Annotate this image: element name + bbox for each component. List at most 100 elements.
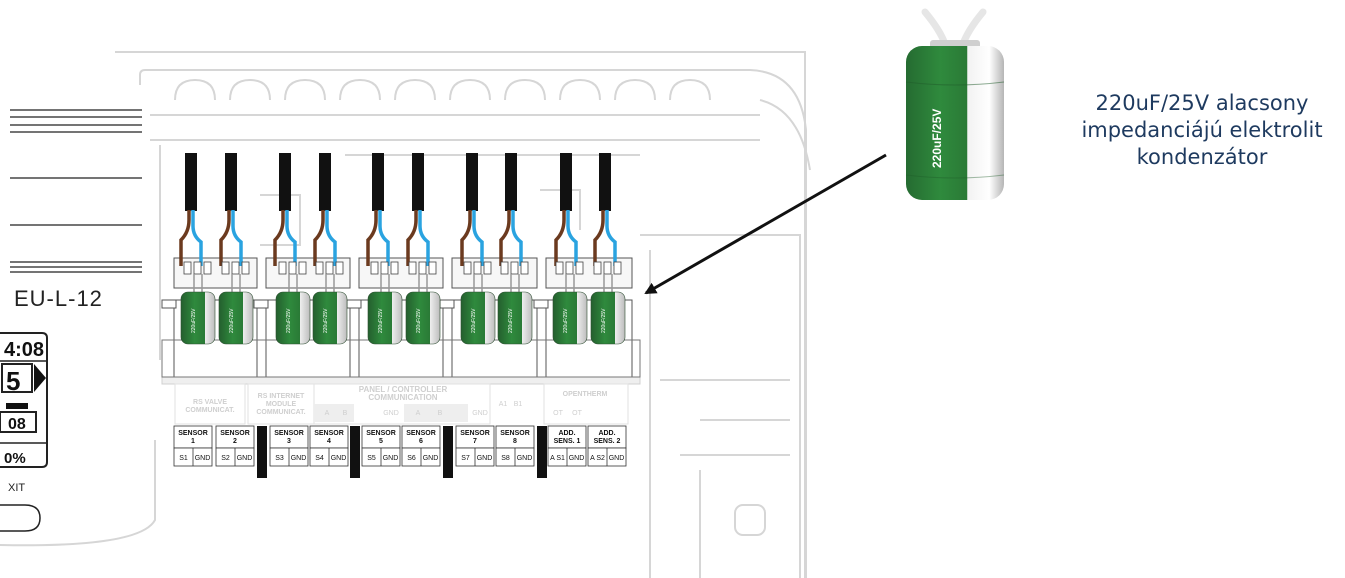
small-capacitor — [497, 291, 533, 345]
wire-brown — [499, 210, 511, 266]
rs-valve-label-2: COMMUNICAT. — [185, 407, 234, 414]
rs-internet-label-3: COMMUNICAT. — [256, 409, 305, 416]
sensor-pin-label: GND — [477, 455, 493, 462]
cable-sheath — [185, 153, 197, 211]
panel-a1: A — [325, 410, 330, 417]
small-capacitor-label: 220uF/25V — [416, 308, 422, 333]
terminal-screw — [231, 261, 240, 275]
terminal-block-flange — [439, 299, 455, 309]
terminal-screw — [603, 261, 612, 275]
panel-gnd2: GND — [472, 410, 488, 417]
sensor-pin-label: GND — [423, 455, 439, 462]
terminal-screw — [390, 261, 399, 275]
pointer-arrow — [644, 153, 887, 295]
sensor-title: 7 — [473, 438, 477, 445]
cable-sheath — [466, 153, 478, 211]
sensor-title: SENS. 2 — [594, 438, 621, 445]
capacitor-caption: 220uF/25V alacsony impedanciájú elektrol… — [1062, 90, 1342, 171]
sensor-pin-label: GND — [517, 455, 533, 462]
wire-blue — [566, 210, 578, 266]
small-capacitor-label: 220uF/25V — [191, 308, 197, 333]
screen-percent: 0% — [4, 450, 26, 467]
wire-blue — [472, 210, 484, 266]
terminal-screw — [428, 261, 437, 275]
sensor-pin-label: GND — [609, 455, 625, 462]
terminal-block-flange — [161, 299, 177, 309]
terminal-screw — [221, 261, 230, 275]
cable-sheath — [279, 153, 291, 211]
terminal-block-flange — [533, 299, 549, 309]
wire-blue — [605, 210, 617, 266]
terminal-screw — [315, 261, 324, 275]
small-capacitor-label: 220uF/25V — [601, 308, 607, 333]
terminal-screw — [520, 261, 529, 275]
wire-brown — [313, 210, 325, 266]
b1-label: B1 — [514, 401, 523, 408]
sensor-title: 3 — [287, 438, 291, 445]
terminal-screw — [408, 261, 417, 275]
sensor-pin-label: S4 — [315, 455, 324, 462]
terminal-screw — [510, 261, 519, 275]
cable-sheath — [505, 153, 517, 211]
controller-display: EU-L-12 4:08 5 08 0% XIT — [0, 286, 102, 532]
port-header-area: RS VALVE COMMUNICAT. RS INTERNET MODULE … — [161, 376, 641, 425]
sensor-title: SENSOR — [460, 430, 490, 437]
group-separator — [257, 426, 267, 478]
a1-label: A1 — [499, 401, 508, 408]
small-capacitor-label: 220uF/25V — [471, 308, 477, 333]
terminal-blocks: 220uF/25V 220uF/25V 220uF/25V 220uF/25V 220u… — [161, 153, 641, 378]
cable-sheath — [372, 153, 384, 211]
ot-label-1: OT — [553, 410, 563, 417]
wire-brown — [219, 210, 231, 266]
terminal-screw — [565, 261, 574, 275]
wire-brown — [593, 210, 605, 266]
panel-b1: B — [343, 410, 348, 417]
wire-blue — [231, 210, 243, 266]
wire-brown — [366, 210, 378, 266]
sensor-title: SENSOR — [220, 430, 250, 437]
rs-internet-label-2: MODULE — [266, 401, 297, 408]
cable-sheath — [599, 153, 611, 211]
terminal-screw — [325, 261, 334, 275]
opentherm-label: OPENTHERM — [563, 391, 608, 398]
panel-gnd1: GND — [383, 410, 399, 417]
sensor-title: 6 — [419, 438, 423, 445]
wire-blue — [378, 210, 390, 266]
terminal-screw — [298, 261, 307, 275]
sensor-pin-label: S2 — [221, 455, 230, 462]
screen-small: 08 — [8, 416, 26, 433]
wire-blue — [191, 210, 203, 266]
caption-line-1: 220uF/25V alacsony — [1095, 91, 1309, 115]
sensor-pin-label: S6 — [407, 455, 416, 462]
small-capacitor — [180, 291, 216, 345]
panel-b2: B — [438, 410, 443, 417]
wire-brown — [179, 210, 191, 266]
sensor-title: ADD. — [558, 430, 575, 437]
terminal-screw — [500, 261, 509, 275]
small-capacitor — [275, 291, 311, 345]
terminal-screw — [278, 261, 287, 275]
terminal-screw — [370, 261, 379, 275]
sensor-pin-label: S5 — [367, 455, 376, 462]
wire-brown — [554, 210, 566, 266]
sensor-title: SENSOR — [406, 430, 436, 437]
terminal-screw — [183, 261, 192, 275]
capacitor-value-label: 220uF/25V — [930, 109, 944, 168]
wire-brown — [460, 210, 472, 266]
small-capacitor-label: 220uF/25V — [378, 308, 384, 333]
terminal-screw — [575, 261, 584, 275]
terminal-screw — [613, 261, 622, 275]
terminal-screw — [241, 261, 250, 275]
small-capacitor-label: 220uF/25V — [286, 308, 292, 333]
small-capacitor-label: 220uF/25V — [323, 308, 329, 333]
wire-blue — [325, 210, 337, 266]
terminal-screw — [555, 261, 564, 275]
left-panel-edge — [10, 109, 142, 273]
sensor-title: SENSOR — [366, 430, 396, 437]
